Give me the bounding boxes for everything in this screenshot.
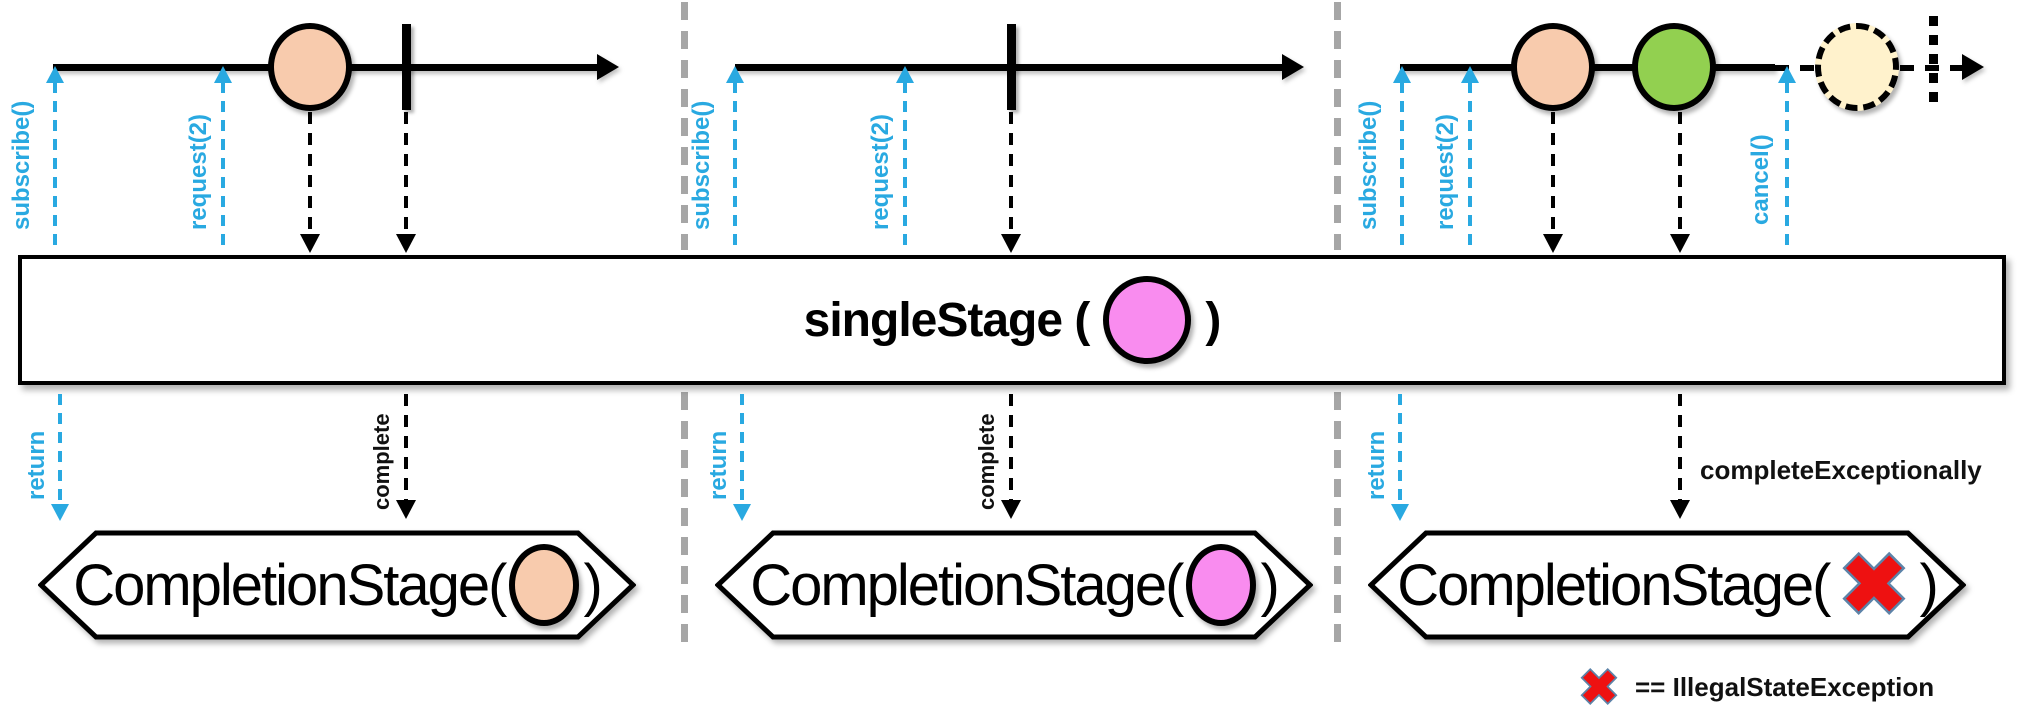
cancel-label: cancel() xyxy=(1747,134,1774,225)
subscribe-arrow xyxy=(53,82,57,250)
completion-stage-label-close: ) xyxy=(583,552,602,618)
return-label: return xyxy=(705,430,732,500)
request-arrow xyxy=(221,82,225,250)
subscribe-label: subscribe() xyxy=(8,100,35,230)
complete-arrowhead-icon xyxy=(1001,500,1021,519)
completion-stage-label: CompletionStage( xyxy=(1397,552,1831,618)
argument-marble-pink xyxy=(1103,276,1192,364)
request-arrow xyxy=(903,82,907,250)
request-label: request(2) xyxy=(185,113,212,230)
event-marble-green xyxy=(1632,23,1716,111)
complete-emit-arrowhead-icon xyxy=(396,234,416,253)
timeline-arrowhead-icon xyxy=(1962,54,1984,80)
panel-divider xyxy=(1334,2,1341,250)
request-arrowhead-icon xyxy=(1461,66,1479,83)
completion-stage-content: CompletionStage( ) xyxy=(38,530,636,640)
request-arrowhead-icon xyxy=(214,66,232,83)
subscribe-arrowhead-icon xyxy=(1393,66,1411,83)
return-label: return xyxy=(1363,430,1390,500)
request-arrowhead-icon xyxy=(896,66,914,83)
request-label: request(2) xyxy=(1432,113,1459,230)
complete-exceptionally-label: completeExceptionally xyxy=(1700,455,1982,485)
hexagon-outline xyxy=(1368,530,1966,640)
request-label: request(2) xyxy=(867,113,894,230)
result-marble-pink xyxy=(1186,544,1257,626)
complete-arrow xyxy=(404,394,408,500)
completion-stage-shape: CompletionStage( ✖ ) xyxy=(1368,530,1966,640)
operator-box: singleStage ( ) xyxy=(18,255,2006,385)
cancel-arrowhead-icon xyxy=(1778,66,1796,83)
panel-divider xyxy=(681,2,688,250)
panel-divider xyxy=(681,392,688,650)
event-marble-peach xyxy=(268,23,352,111)
emit-arrow xyxy=(1678,112,1682,234)
complete-label: complete xyxy=(974,413,999,510)
subscribe-arrow xyxy=(1400,82,1404,250)
complete-bar xyxy=(402,24,411,110)
error-x-icon: ✖ xyxy=(1577,660,1621,714)
complete-bar xyxy=(1007,24,1016,110)
completion-stage-shape: CompletionStage( ) xyxy=(38,530,636,640)
complete-emit-arrow xyxy=(1009,112,1013,234)
completion-stage-label: CompletionStage( xyxy=(750,552,1184,618)
complete-arrowhead-icon xyxy=(396,500,416,519)
hexagon-outline xyxy=(715,530,1313,640)
complete-label: complete xyxy=(369,413,394,510)
request-arrow xyxy=(1468,82,1472,250)
complete-arrow xyxy=(1009,394,1013,500)
emit-arrowhead-icon xyxy=(1543,234,1563,253)
return-label: return xyxy=(23,430,50,500)
return-arrowhead-icon xyxy=(51,504,69,521)
subscribe-arrowhead-icon xyxy=(46,66,64,83)
legend: ✖ == IllegalStateException xyxy=(1575,658,1934,716)
complete-exceptionally-arrowhead-icon xyxy=(1670,500,1690,519)
subscribe-label: subscribe() xyxy=(1355,100,1382,230)
return-arrow xyxy=(1398,394,1402,504)
complete-emit-arrow xyxy=(404,112,408,234)
emit-arrowhead-icon xyxy=(300,234,320,253)
subscribe-label: subscribe() xyxy=(688,100,715,230)
complete-exceptionally-arrow xyxy=(1678,394,1682,500)
cancel-arrow xyxy=(1785,82,1789,250)
svg-text:✖: ✖ xyxy=(1579,660,1619,714)
error-x-icon: ✖ xyxy=(1837,540,1912,630)
emit-arrow xyxy=(308,112,312,234)
svg-text:✖: ✖ xyxy=(1839,540,1909,630)
return-arrowhead-icon xyxy=(1391,504,1409,521)
completion-stage-label-close: ) xyxy=(1919,552,1938,618)
event-marble-peach xyxy=(1511,23,1595,111)
operator-label-close: ) xyxy=(1205,293,1221,347)
completion-stage-label-close: ) xyxy=(1260,552,1279,618)
timeline-arrowhead-icon xyxy=(597,54,619,80)
timeline-arrowhead-icon xyxy=(1282,54,1304,80)
completion-stage-content: CompletionStage( ) xyxy=(715,530,1313,640)
cancelled-terminal-bar xyxy=(1929,16,1938,110)
completion-stage-content: CompletionStage( ✖ ) xyxy=(1368,530,1966,640)
operator-label: singleStage ( xyxy=(803,293,1091,347)
completion-stage-shape: CompletionStage( ) xyxy=(715,530,1313,640)
emit-arrow xyxy=(1551,112,1555,234)
complete-emit-arrowhead-icon xyxy=(1001,234,1021,253)
hexagon-outline xyxy=(38,530,636,640)
return-arrowhead-icon xyxy=(733,504,751,521)
subscribe-arrowhead-icon xyxy=(726,66,744,83)
return-arrow xyxy=(58,394,62,504)
emit-arrowhead-icon xyxy=(1670,234,1690,253)
legend-text: == IllegalStateException xyxy=(1635,671,1935,702)
panel-divider xyxy=(1334,392,1341,650)
pending-marble-cream xyxy=(1815,23,1899,111)
subscribe-arrow xyxy=(733,82,737,250)
result-marble-peach xyxy=(509,544,580,626)
completion-stage-label: CompletionStage( xyxy=(73,552,507,618)
return-arrow xyxy=(740,394,744,504)
